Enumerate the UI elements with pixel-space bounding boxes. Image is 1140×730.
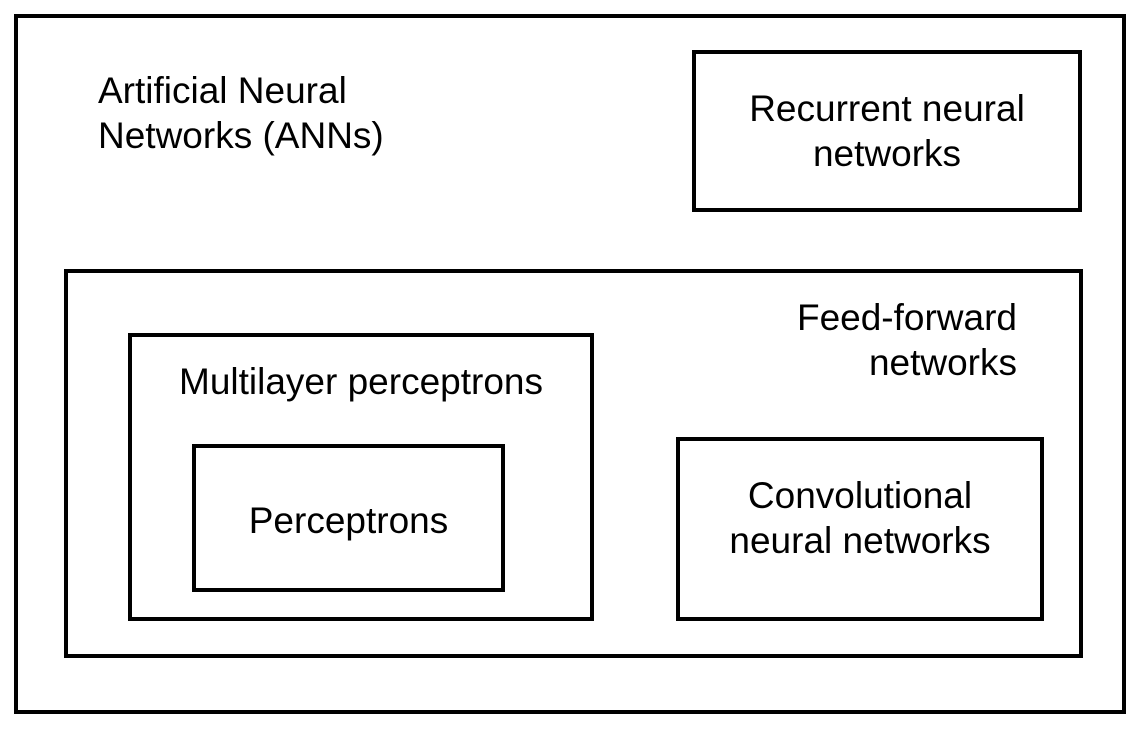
cnn-label: Convolutional neural networks [729, 475, 991, 561]
rnn-box: Recurrent neural networks [692, 50, 1082, 212]
feed-forward-label: Feed-forward networks [796, 297, 1017, 383]
ann-container-box: Artificial Neural Networks (ANNs) Recurr… [14, 14, 1126, 714]
cnn-box: Convolutional neural networks [676, 437, 1044, 621]
ann-label: Artificial Neural Networks (ANNs) [98, 70, 384, 156]
mlp-box: Multilayer perceptrons Perceptrons [128, 333, 594, 621]
perceptrons-box: Perceptrons [192, 444, 505, 592]
rnn-label: Recurrent neural networks [749, 88, 1025, 174]
feed-forward-box: Feed-forward networks Multilayer percept… [64, 269, 1083, 658]
mlp-label: Multilayer perceptrons [179, 361, 543, 402]
perceptrons-label: Perceptrons [248, 500, 449, 541]
